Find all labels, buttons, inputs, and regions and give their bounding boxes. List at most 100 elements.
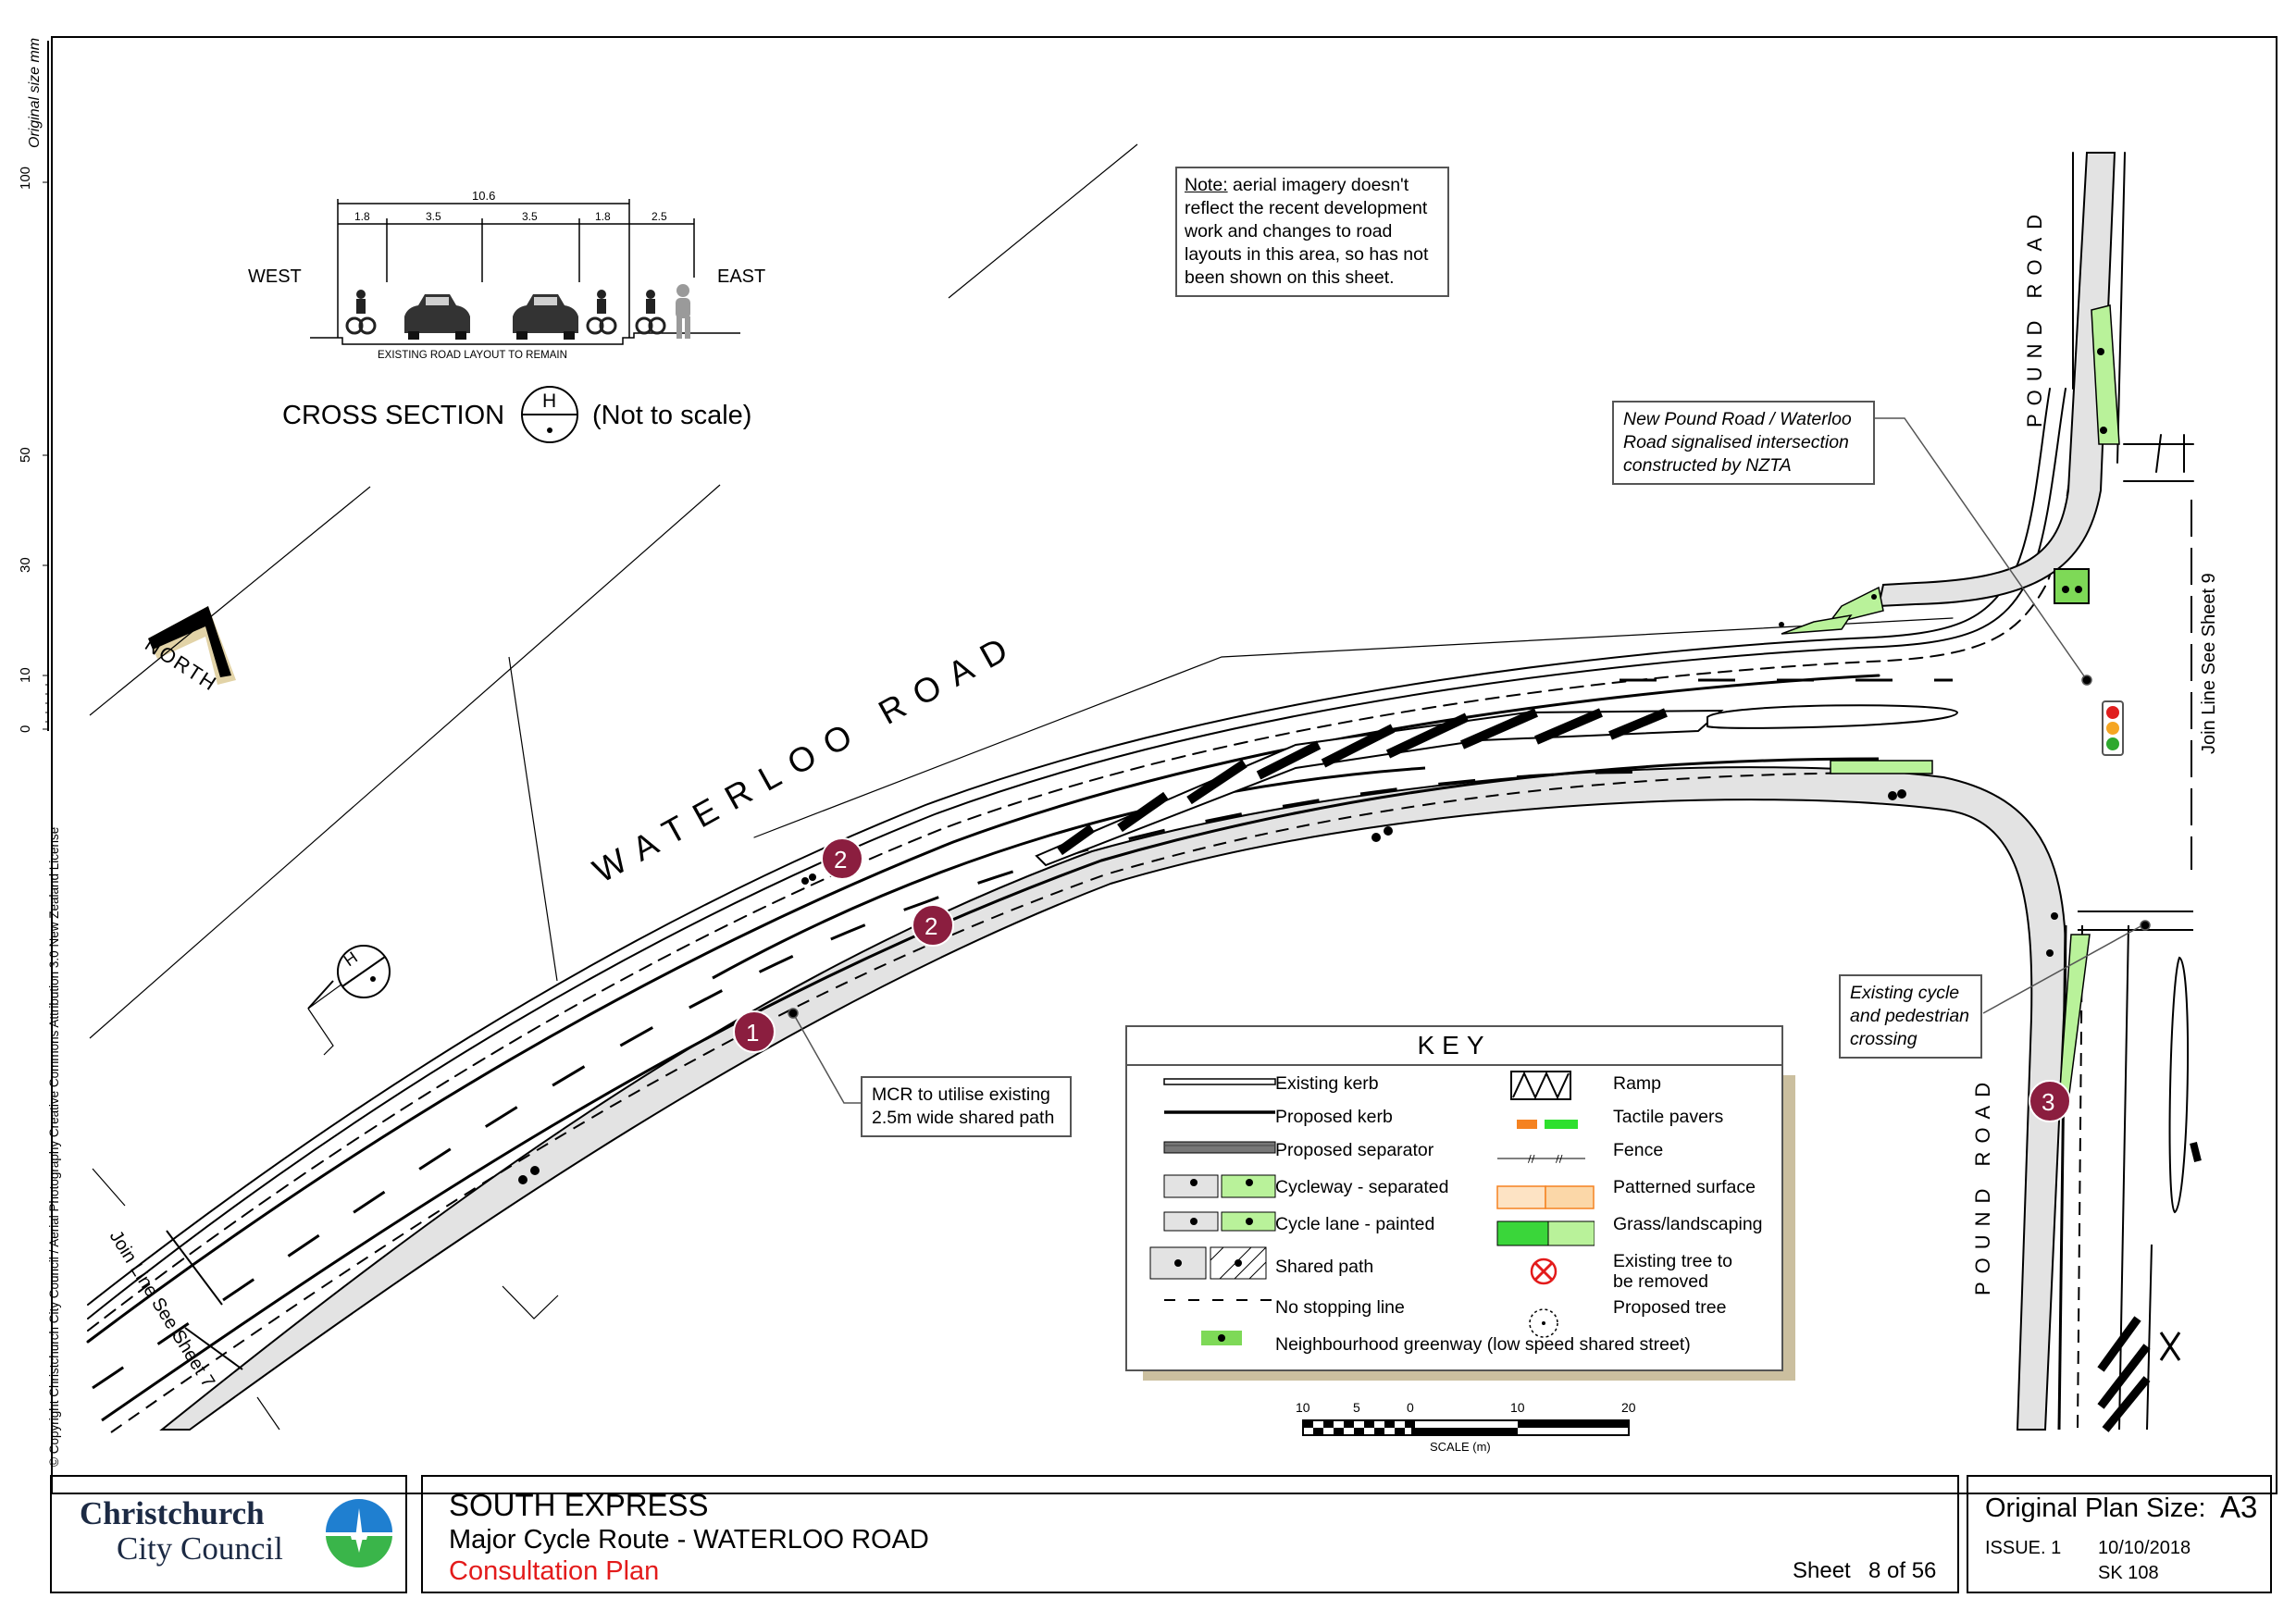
car-icon <box>404 294 470 340</box>
hatched-median <box>1035 704 1959 867</box>
cross-section-width: 3.5 <box>522 210 538 223</box>
section-marker-icon: H <box>521 386 578 443</box>
svg-text:1: 1 <box>746 1019 759 1047</box>
marker-1: 1 <box>733 1010 776 1053</box>
key-item: Cycleway - separated <box>1275 1177 1449 1197</box>
svg-text://: // <box>1528 1153 1535 1165</box>
svg-text:0: 0 <box>1407 1400 1414 1415</box>
sheet-label: Sheet <box>1793 1558 1851 1583</box>
intersection-callout: New Pound Road / Waterloo Road signalise… <box>1612 401 1875 485</box>
key-item: Existing kerb <box>1275 1073 1379 1094</box>
cycle-symbol-icon <box>518 348 2107 1184</box>
cross-section-east: EAST <box>717 266 765 287</box>
note-heading: Note: <box>1185 175 1228 195</box>
marker-3: 3 <box>2029 1080 2071 1122</box>
cyclist-icon <box>586 290 617 335</box>
sheet-border <box>51 36 2277 1494</box>
key-item: Proposed separator <box>1275 1140 1434 1160</box>
key-item: No stopping line <box>1275 1297 1405 1318</box>
key-swatches-left <box>1149 1078 1276 1345</box>
note-text: work and changes to road <box>1185 221 1393 242</box>
council-logo-box: Christchurch City Council <box>50 1475 407 1593</box>
key-item: Proposed tree <box>1613 1297 1727 1318</box>
ruler-tick: 10 <box>18 667 33 683</box>
north-arrow-icon: NORTH <box>141 606 236 696</box>
section-marker-plan-icon: H <box>307 945 391 1010</box>
cross-section-width: 3.5 <box>426 210 441 223</box>
svg-text:H: H <box>542 390 556 412</box>
issue-date: 10/10/2018 <box>2098 1538 2191 1558</box>
svg-text://: // <box>1556 1153 1563 1165</box>
note-text: layouts in this area, so has not <box>1185 244 1429 265</box>
cross-section-title: CROSS SECTION <box>282 401 504 430</box>
key-item: Neighbourhood greenway (low speed shared… <box>1275 1334 1691 1355</box>
ruler-label: Original size mm <box>27 38 43 148</box>
key-item: Patterned surface <box>1613 1177 1756 1197</box>
road-name-pound-north: POUND ROAD <box>2023 206 2046 427</box>
scale-bar: 10 5 0 10 20 SCALE (m) <box>1296 1400 1636 1454</box>
key-item: Shared path <box>1275 1257 1374 1277</box>
svg-text:20: 20 <box>1621 1400 1636 1415</box>
plan-size: A3 <box>2220 1490 2258 1524</box>
pound-road-south <box>2057 911 2202 1432</box>
svg-text:3: 3 <box>2042 1088 2054 1116</box>
svg-text:Join Line See Sheet 9: Join Line See Sheet 9 <box>2199 573 2219 754</box>
cross-section-width: 1.8 <box>354 210 370 223</box>
council-logo-icon <box>326 1499 392 1567</box>
svg-text:5: 5 <box>1353 1400 1360 1415</box>
key-item: Ramp <box>1613 1073 1662 1094</box>
council-name-line1: Christchurch <box>80 1495 265 1531</box>
centre-line <box>92 678 1953 1390</box>
project-title-box: SOUTH EXPRESS Major Cycle Route - WATERL… <box>421 1475 1959 1593</box>
key-title: KEY <box>1127 1027 1781 1066</box>
issue: ISSUE. 1 <box>1985 1538 2062 1558</box>
ruler-tick: 100 <box>18 167 33 190</box>
sheet-number: 8 of 56 <box>1868 1558 1937 1583</box>
traffic-signal-icon <box>2102 700 2124 756</box>
svg-text:10: 10 <box>1510 1400 1525 1415</box>
key-swatches-right: // // <box>1496 1071 1595 1338</box>
marker-2: 2 <box>912 904 954 947</box>
mcr-callout: MCR to utilise existing 2.5m wide shared… <box>861 1076 1072 1137</box>
cross-section-width: 2.5 <box>652 210 667 223</box>
road-name-waterloo: WATERLOO ROAD <box>587 624 1026 890</box>
cross-section-scale-note: (Not to scale) <box>592 401 751 430</box>
road-name-pound-south: POUND ROAD <box>1971 1074 1994 1295</box>
plan-info-box: Original Plan Size: A3 ISSUE. 1 10/10/20… <box>1967 1475 2272 1593</box>
drawing-number: SK 108 <box>2098 1563 2159 1583</box>
ruler-tick: 50 <box>18 447 33 463</box>
cycle-signal-box <box>2054 568 2090 604</box>
proposed-kerb <box>101 757 1907 1433</box>
cyclist-icon <box>635 290 666 335</box>
key-item: Fence <box>1613 1140 1664 1160</box>
match-line-right: Join Line See Sheet 9 <box>2191 500 2219 870</box>
car-icon <box>513 294 578 340</box>
size-ruler: Original size mm 100 50 30 10 0 <box>18 38 49 733</box>
property-lines <box>89 143 1138 1431</box>
plan-size-label: Original Plan Size: <box>1985 1493 2206 1523</box>
project-name: SOUTH EXPRESS <box>449 1488 709 1522</box>
key-item: Grass/landscaping <box>1613 1214 1763 1234</box>
cross-section: 10.6 1.8 3.5 3.5 1.8 2.5 WEST EAST <box>248 189 765 443</box>
ruler-tick: 0 <box>18 725 33 733</box>
svg-text:2: 2 <box>834 846 847 873</box>
key-item: Existing tree to <box>1613 1251 1732 1271</box>
marker-2: 2 <box>821 837 863 880</box>
cyclist-icon <box>345 290 377 335</box>
ruler-tick: 30 <box>18 557 33 573</box>
svg-text:2: 2 <box>925 912 937 940</box>
key-item: Tactile pavers <box>1613 1107 1724 1127</box>
svg-text:10: 10 <box>1296 1400 1310 1415</box>
council-name-line2: City Council <box>117 1530 283 1567</box>
note-text: reflect the recent development <box>1185 198 1428 218</box>
cross-section-west: WEST <box>248 266 302 287</box>
landscaping <box>1781 304 2120 1102</box>
cross-section-width: 1.8 <box>595 210 611 223</box>
pound-north-path <box>1877 152 2116 608</box>
aerial-note: Note: aerial imagery doesn't reflect the… <box>1175 167 1449 297</box>
copyright-text: © Copyright Christchurch City Council / … <box>47 827 61 1467</box>
leader-lines <box>788 417 2151 1104</box>
project-subtitle: Major Cycle Route - WATERLOO ROAD <box>449 1525 929 1555</box>
note-text: aerial imagery doesn't <box>1227 175 1409 195</box>
